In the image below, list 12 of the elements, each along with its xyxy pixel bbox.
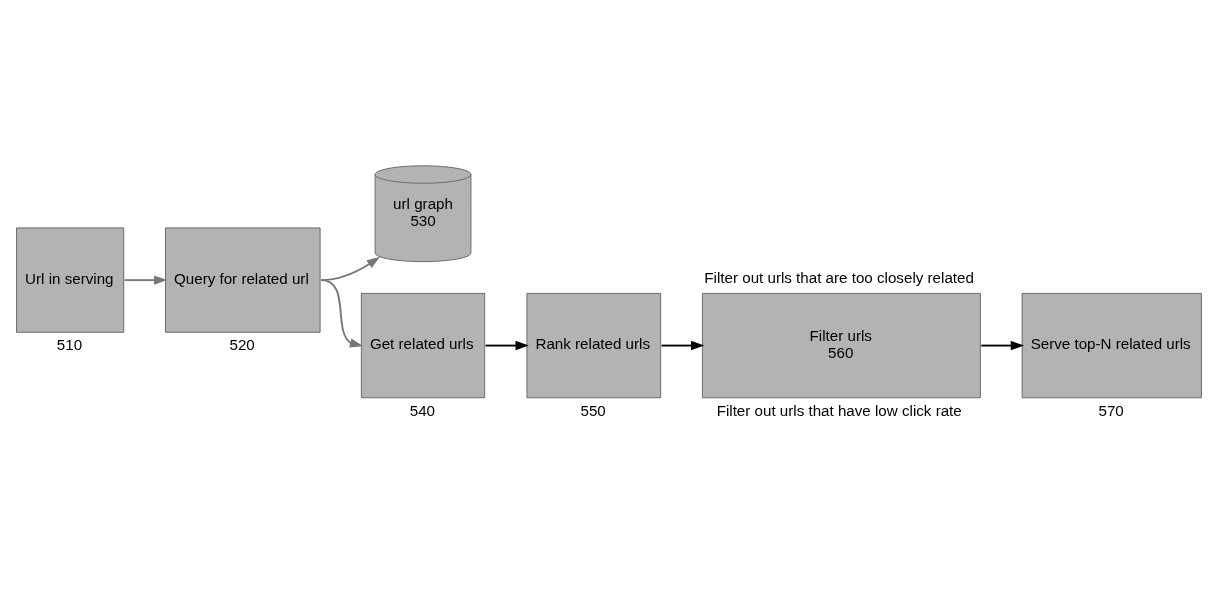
- node-label: 570: [1098, 401, 1124, 419]
- arrow: [123, 275, 168, 285]
- node-label: 540: [409, 401, 436, 419]
- node-label: 550: [580, 401, 606, 419]
- node-label: Filter out urls that have low click rate: [716, 401, 962, 419]
- arrow: [980, 340, 1025, 351]
- arrow: [660, 340, 705, 351]
- node-label: 520: [229, 336, 255, 354]
- node-label: Filter out urls that are too closely related: [704, 268, 974, 286]
- node-label: 510: [56, 336, 83, 354]
- arrow: [484, 340, 529, 351]
- arrow: [320, 279, 364, 348]
